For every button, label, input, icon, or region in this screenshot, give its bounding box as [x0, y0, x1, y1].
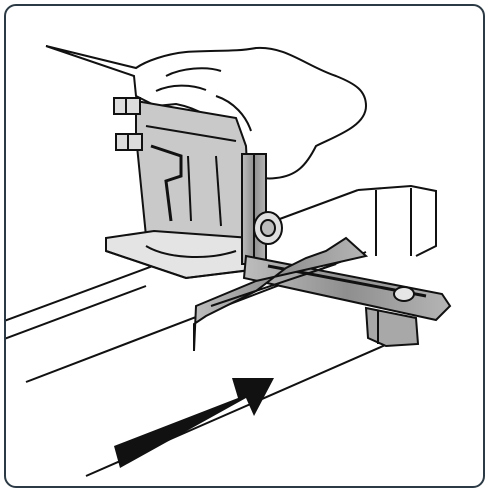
trimmer-edge-guide-diagram [6, 45, 452, 477]
feed-direction-arrow-icon [114, 378, 274, 468]
illustration-frame [4, 4, 485, 488]
straight-guide [193, 153, 452, 352]
trimmer-router-illustration [105, 97, 269, 280]
